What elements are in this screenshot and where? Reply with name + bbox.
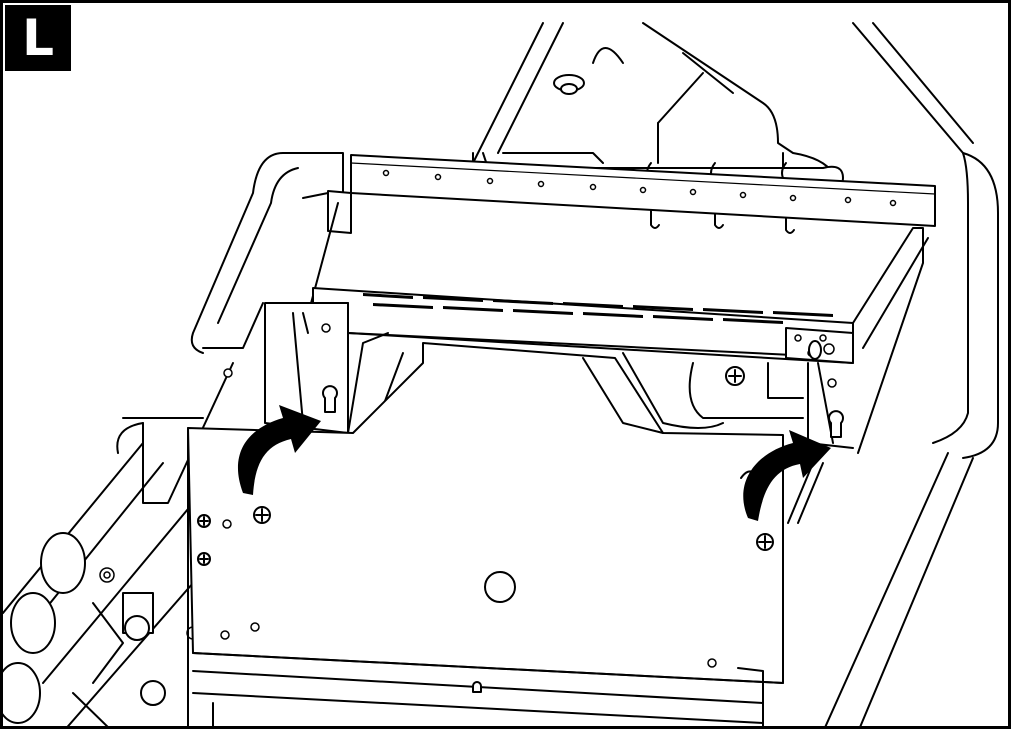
screw-icon	[725, 366, 745, 386]
control-panel	[3, 442, 200, 726]
screw-icon	[197, 506, 774, 566]
keyhole-slot-icon	[322, 385, 844, 438]
curved-arrow-icon	[237, 405, 831, 521]
step-label: L	[5, 5, 71, 71]
bracket-knob	[808, 340, 822, 360]
shelf-slots	[363, 293, 833, 324]
side-handle	[116, 152, 344, 454]
grill-body	[472, 22, 999, 726]
cabinet-panel	[187, 342, 784, 726]
cabinet-leg	[740, 462, 824, 524]
assembly-drawing	[3, 22, 999, 726]
top-knob	[553, 74, 585, 95]
